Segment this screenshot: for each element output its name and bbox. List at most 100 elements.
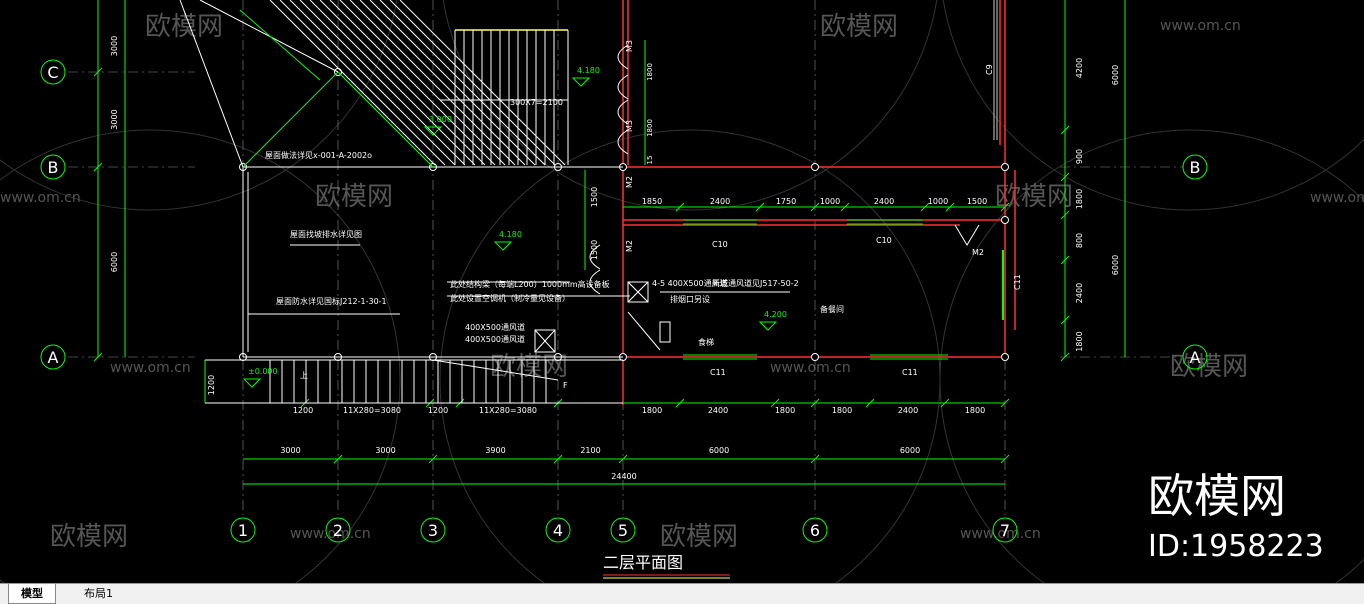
- level-symbol: [423, 126, 443, 136]
- watermark-circle: [942, 0, 1364, 211]
- dim-tick: [945, 202, 955, 212]
- dim-door-text: 1800: [646, 63, 654, 81]
- label-note4: 此处结构梁（每端L200）1000mm高设备板: [450, 279, 610, 289]
- dim-door-text: 15: [646, 156, 654, 165]
- watermark-url-faint: www.om.cn: [1310, 190, 1364, 206]
- dim-tick: [810, 454, 820, 464]
- dim-tick: [810, 202, 820, 212]
- dim-top-text: 2400: [710, 197, 730, 206]
- dim-tick: [1060, 352, 1070, 362]
- axis-bubble-1: [230, 517, 256, 543]
- dim-top-text: 2400: [874, 197, 894, 206]
- dim-row2-text: 6000: [709, 446, 729, 455]
- label-stair_up: F: [563, 381, 568, 390]
- watermark-brand-faint: 欧模网: [315, 182, 393, 212]
- dim-top-text: 1000: [820, 197, 840, 206]
- label-room2: 食梯: [698, 337, 714, 347]
- level-text: 4.180: [577, 66, 600, 75]
- dim-top-text: 1500: [967, 197, 987, 206]
- dim-tick: [1060, 255, 1070, 265]
- axis-label-4: 4: [553, 521, 563, 540]
- dim-row1-text: 1800: [965, 406, 985, 415]
- door-swing: [617, 74, 629, 100]
- cad-drawing-canvas[interactable]: 欧模网欧模网欧模网欧模网欧模网欧模网欧模网欧模网www.om.cnwww.om.…: [0, 0, 1364, 583]
- dimension-layer: 3000300060001200420090018008002400180060…: [93, 0, 1126, 485]
- label-note5: 此处设置空调机（制冷量见设备）: [450, 293, 570, 303]
- watermark-circle: [0, 0, 398, 211]
- shaft-x: [534, 329, 556, 353]
- label-note7: 4-5 400X500通风道: [652, 278, 728, 288]
- watermark-url-faint: www.om.cn: [770, 360, 851, 376]
- dim-row1-text: 1200: [293, 406, 313, 415]
- roof-hatch: [269, 0, 436, 166]
- dim-row2-text: 6000: [900, 446, 920, 455]
- roof-hatch: [339, 0, 506, 166]
- axis-label-7: 7: [1000, 521, 1010, 540]
- dim-row1-text: 11X280=3080: [479, 406, 537, 415]
- axis-label-right: A: [1190, 348, 1201, 367]
- label-c10a: C10: [712, 240, 728, 249]
- tab-model[interactable]: 模型: [8, 584, 56, 604]
- dim-tick: [1000, 398, 1010, 408]
- dim-right-text: 2400: [1075, 283, 1084, 303]
- label-note10: 排烟口另设: [670, 294, 710, 304]
- dim-tick: [940, 398, 950, 408]
- axis-bubble-2: [325, 517, 351, 543]
- watermark-brand-faint: 欧模网: [820, 12, 898, 42]
- detail-layer: [179, 0, 980, 404]
- axis-bubble-5: [610, 517, 636, 543]
- tab-layout1[interactable]: 布局1: [84, 587, 113, 600]
- door-swing: [617, 99, 629, 125]
- level-symbol: [493, 241, 513, 251]
- axis-label-1: 1: [238, 521, 248, 540]
- axis-bubble-left: [40, 59, 66, 85]
- dim-left-text: 3000: [110, 36, 119, 56]
- dim-row1-text: 2400: [898, 406, 918, 415]
- roof-edge: [239, 9, 321, 81]
- column-marker: [1001, 353, 1009, 361]
- lift-box: [659, 321, 671, 343]
- level-text: 4.200: [764, 310, 787, 319]
- axis-bubble-7: [992, 517, 1018, 543]
- label-stair_dim: 300X7=2100: [510, 98, 563, 107]
- label-m3a: M3: [625, 40, 634, 52]
- dim-tick: [93, 67, 103, 77]
- roof-hatch: [379, 0, 546, 166]
- dim-row1-text: 1800: [775, 406, 795, 415]
- dim-tick: [93, 352, 103, 362]
- dim-right-text: 900: [1075, 149, 1084, 164]
- label-m3b: M3: [625, 120, 634, 132]
- door-swing: [589, 269, 601, 295]
- dim-row2-text: 3000: [375, 446, 395, 455]
- level-symbol: [242, 378, 262, 388]
- dim-tick: [675, 398, 685, 408]
- shaft-box: [627, 281, 649, 303]
- watermark-circle: [442, 0, 938, 211]
- dim-right-text: 6000: [1111, 65, 1120, 85]
- watermark-url-faint: www.om.cn: [960, 526, 1041, 542]
- level-symbol: [758, 321, 778, 331]
- shaft-x: [627, 281, 649, 303]
- watermark-url-faint: www.om.cn: [1160, 18, 1241, 34]
- dim-right-text: 800: [1075, 233, 1084, 248]
- roof-edge: [179, 0, 244, 168]
- roof-hatch: [349, 0, 516, 166]
- level-text: ±0.000: [248, 367, 278, 376]
- dim-tick: [1000, 202, 1010, 212]
- axis-bubble-left: [40, 344, 66, 370]
- door-swing: [589, 244, 601, 270]
- column-marker: [1001, 216, 1009, 224]
- dim-tick: [618, 454, 628, 464]
- watermark-url-faint: www.om.cn: [110, 360, 191, 376]
- dim-tick: [840, 202, 850, 212]
- dim-tick: [675, 202, 685, 212]
- dim-tick: [920, 202, 930, 212]
- dim-tick: [770, 398, 780, 408]
- watermark-id: ID:1958223: [1148, 529, 1324, 564]
- watermark-brand-faint: 欧模网: [145, 12, 223, 42]
- dim-row2-text: 3000: [280, 446, 300, 455]
- watermark-brand-faint: 欧模网: [1170, 352, 1248, 382]
- dim-stair-text: 1500: [590, 187, 599, 207]
- dim-top-text: 1750: [776, 197, 796, 206]
